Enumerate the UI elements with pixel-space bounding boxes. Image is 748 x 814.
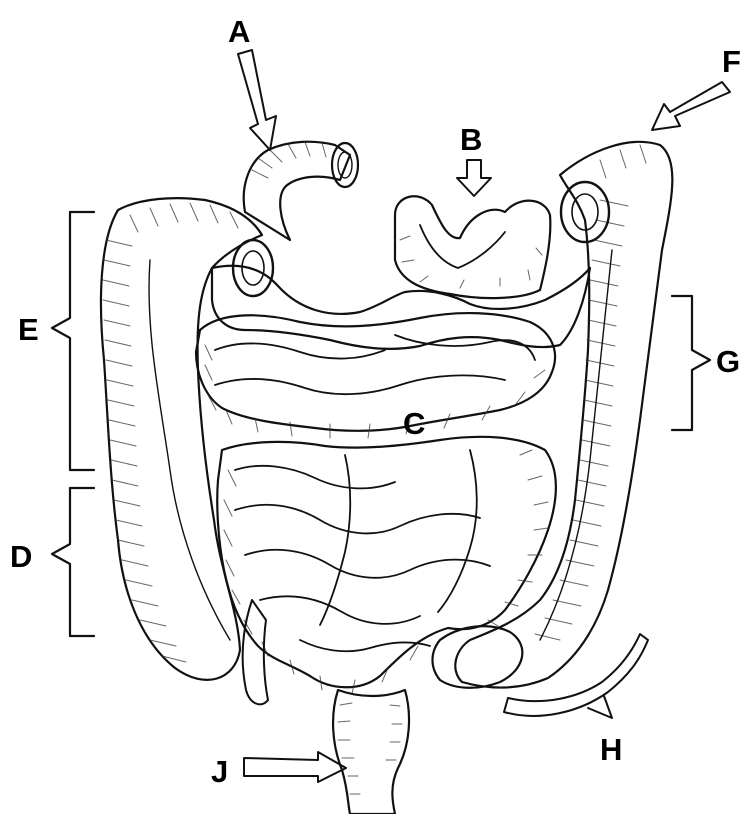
appendix <box>243 600 268 704</box>
label-b: B <box>460 122 482 157</box>
bracket-g <box>672 296 710 430</box>
bracket-e <box>52 212 94 470</box>
label-g: G <box>716 344 740 379</box>
pointer-arrow-f <box>652 82 730 130</box>
small-intestine <box>196 196 556 694</box>
label-a: A <box>228 14 250 49</box>
pointer-arrow-a <box>238 50 276 150</box>
pointer-arrow-j <box>244 752 346 782</box>
label-d: D <box>10 539 32 574</box>
colon-cut-end-right <box>561 182 609 242</box>
label-c: C <box>403 406 425 441</box>
pointer-bracket-h <box>504 634 648 716</box>
jejunum-upper-coils <box>395 196 550 298</box>
large-intestine <box>101 142 672 688</box>
label-e: E <box>18 312 39 347</box>
label-f: F <box>722 44 741 79</box>
ascending-colon <box>101 198 262 680</box>
bracket-d <box>52 488 94 636</box>
duodenum-tube <box>244 142 358 240</box>
label-h: H <box>600 732 622 767</box>
label-j: J <box>211 754 228 789</box>
pointer-arrow-b <box>457 160 491 196</box>
sigmoid-colon <box>433 626 523 688</box>
ileum-lower-coils <box>217 437 556 687</box>
rectum <box>333 690 409 814</box>
